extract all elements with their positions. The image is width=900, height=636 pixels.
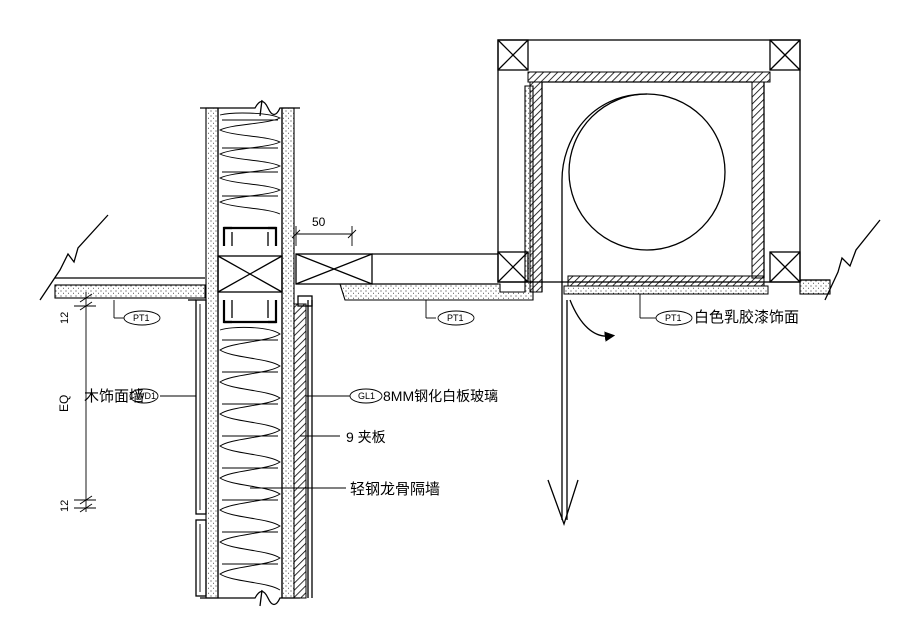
tag-gl1: GL1 8MM钢化白板玻璃 (306, 388, 498, 404)
tag-pt1-left-label: PT1 (133, 313, 150, 323)
steel-stud-upper (222, 226, 278, 246)
tag-pt1-right: PT1 白色乳胶漆饰面 (639, 294, 799, 326)
roller-tube (568, 93, 726, 251)
tag-pt1-mid-label: PT1 (447, 313, 464, 323)
leader-steel-wall: 轻钢龙骨隔墙 (250, 481, 440, 498)
leader-plywood: 9 夹板 (300, 429, 386, 445)
dim-12-bottom-label: 12 (59, 500, 71, 512)
insulation-upper (218, 112, 282, 215)
dim-50-label: 50 (312, 215, 326, 229)
label-white-latex-paint: 白色乳胶漆饰面 (694, 309, 799, 326)
label-plywood: 9 夹板 (346, 429, 386, 445)
label-tempered-glass: 8MM钢化白板玻璃 (383, 388, 498, 404)
tag-wd1: WD1 木饰面墙 (84, 388, 196, 405)
tag-gl1-label: GL1 (358, 391, 375, 401)
slab-right (799, 219, 881, 301)
dim-12-top-label: 12 (59, 312, 71, 324)
dimension-vertical: 12 EQ 12 (57, 292, 110, 513)
dimension-50: 50 (291, 215, 357, 246)
label-wood-wall: 木饰面墙 (84, 388, 144, 405)
wood-blocking (217, 255, 283, 293)
tag-pt1-left: PT1 (113, 300, 161, 326)
glass-layer (293, 295, 313, 599)
blind-box (497, 39, 801, 527)
steel-stud-lower (222, 300, 278, 324)
tag-pt1-mid: PT1 (425, 300, 475, 326)
tag-pt1-right-label: PT1 (665, 313, 682, 323)
header-detail (295, 85, 534, 301)
dim-eq-label: EQ (57, 395, 71, 412)
partition-wall (200, 99, 300, 607)
wood-panel (188, 299, 207, 597)
tag-wd1-label: WD1 (136, 391, 156, 401)
insulation-lower (219, 326, 281, 591)
label-light-steel-wall: 轻钢龙骨隔墙 (350, 481, 440, 498)
slab-left (39, 214, 206, 301)
